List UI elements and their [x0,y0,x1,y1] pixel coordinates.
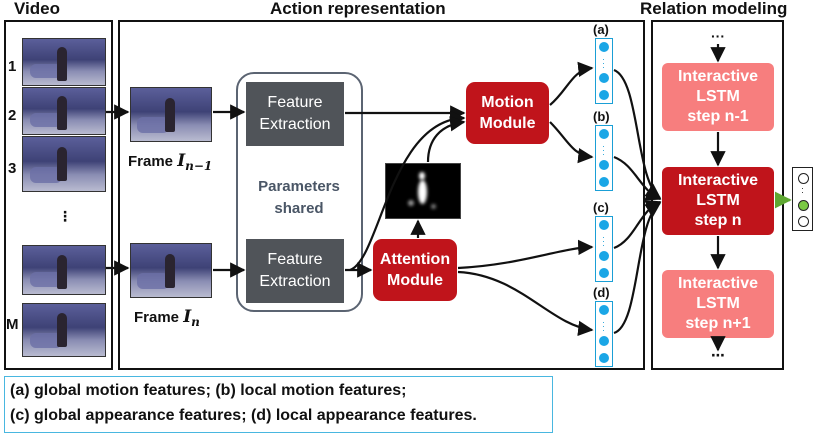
arrow-attention-to-d [457,270,594,336]
feature-dot [599,353,609,363]
frame-number: 3 [8,160,17,177]
video-frame-thumbnail [22,136,106,192]
attention-map-image [385,163,461,219]
frame-next-label: Frame 𝑰n [134,307,200,329]
feature-dot [599,73,609,83]
feature-dot [599,160,609,170]
feature-dot [599,251,609,261]
feature-dot [599,336,609,346]
arrow-motion-to-b [549,121,594,164]
feature-dot [599,90,609,100]
feature-dot [599,220,609,230]
arrow-motion-to-a [549,61,594,106]
arrow-map-to-motion [426,116,466,163]
video-ellipsis: ⋮ [58,208,72,224]
action-representation-title: Action representation [270,0,446,18]
legend-line-2: (c) global appearance features; (d) loca… [10,407,477,424]
frame-prev-image [130,87,212,142]
frame-number: 2 [8,107,17,124]
arrow-b-to-lstm [613,155,662,201]
feature-dot [599,177,609,187]
feature-column-label-b: (b) [593,109,610,124]
output-dot [798,173,809,184]
legend-box [4,376,553,433]
output-vector: ·· [792,167,813,231]
frame-number: M [6,316,19,333]
video-title: Video [14,0,60,18]
arrow-feature-bottom-to-motion [349,110,466,272]
output-dot-active [798,200,809,211]
feature-dot [599,268,609,278]
feature-column-b: ··· [595,125,613,191]
legend-line-1: (a) global motion features; (b) local mo… [10,382,407,399]
feature-column-label-d: (d) [593,285,610,300]
feature-column-label-c: (c) [593,200,609,215]
video-frame-thumbnail [22,303,106,357]
video-frame-thumbnail [22,38,106,86]
feature-dot [599,305,609,315]
arrow-d-to-lstm [613,202,662,335]
feature-column-c: ··· [595,216,613,282]
feature-column-a: ··· [595,38,613,104]
arrow-c-to-lstm [613,200,662,250]
video-frame-thumbnail [22,87,106,135]
frame-prev-label: Frame 𝑰n−1 [128,151,213,173]
lstm-top-ellipsis: ··· [711,28,725,44]
frame-number: 1 [8,58,17,75]
arrow-attention-to-c [457,239,594,270]
action-representation-panel [118,20,645,370]
feature-dot [599,42,609,52]
output-dot [798,216,809,227]
frame-next-image [130,243,212,298]
relation-modeling-title: Relation modeling [640,0,788,18]
feature-column-label-a: (a) [593,22,609,37]
feature-column-d: ··· [595,301,613,367]
feature-dot [599,129,609,139]
video-frame-thumbnail [22,245,106,295]
